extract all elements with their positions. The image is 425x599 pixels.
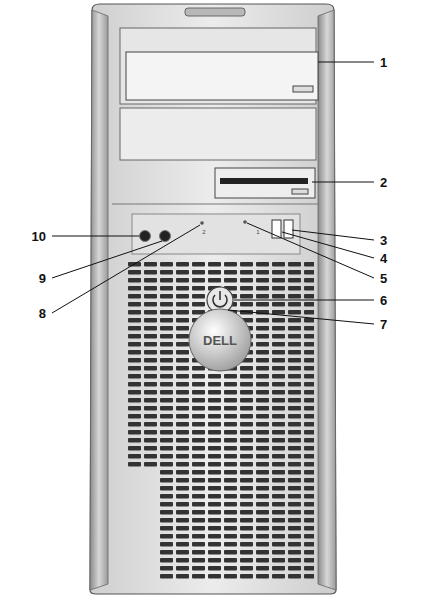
case-front bbox=[90, 4, 336, 594]
dell-badge bbox=[189, 309, 251, 371]
leader-lines bbox=[52, 62, 374, 324]
callout-number: 1 bbox=[380, 56, 387, 69]
floppy-drive bbox=[215, 168, 315, 198]
callout-number: 4 bbox=[380, 252, 387, 265]
microphone-jack bbox=[140, 231, 151, 242]
network-light bbox=[200, 221, 204, 225]
panel-edge bbox=[112, 204, 318, 205]
drive-activity-light bbox=[243, 220, 247, 224]
panel-marking: 2 bbox=[202, 229, 205, 235]
case-left-rail bbox=[90, 10, 108, 590]
callout-number: 10 bbox=[32, 230, 46, 243]
floppy-slot bbox=[220, 178, 308, 184]
callout-number: 9 bbox=[39, 272, 46, 285]
top-handle bbox=[185, 8, 245, 16]
callout-number: 2 bbox=[380, 176, 387, 189]
usb-port bbox=[284, 220, 293, 238]
floppy-eject bbox=[292, 189, 308, 194]
power-symbol bbox=[219, 291, 221, 300]
logo-text: DELL bbox=[203, 334, 237, 347]
callout-number: 7 bbox=[380, 318, 387, 331]
headphone-jack bbox=[160, 231, 171, 242]
callout-number: 8 bbox=[39, 307, 46, 320]
optical-drive bbox=[126, 52, 318, 100]
panel-marking: 1 bbox=[256, 229, 259, 235]
callout-number: 6 bbox=[380, 294, 387, 307]
vent-grille bbox=[128, 262, 314, 470]
blank-bay bbox=[120, 108, 316, 160]
io-panel bbox=[132, 214, 300, 254]
vent-grille bbox=[160, 470, 314, 582]
eject-button bbox=[293, 86, 313, 92]
callout-number: 3 bbox=[380, 234, 387, 247]
callout-number: 5 bbox=[380, 272, 387, 285]
